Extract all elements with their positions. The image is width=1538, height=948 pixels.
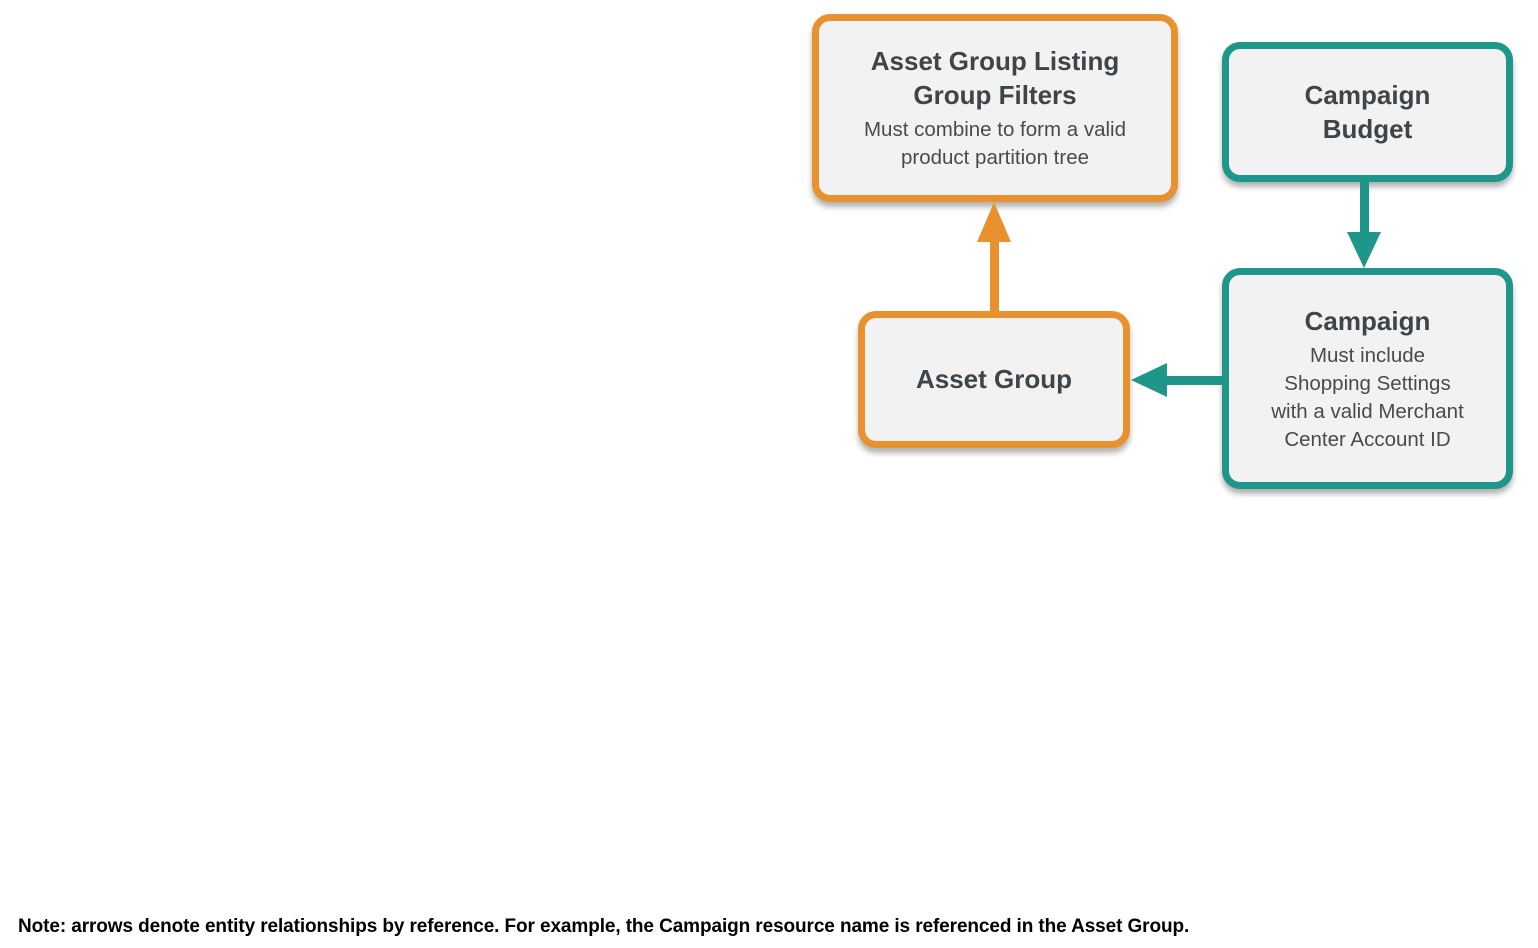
diagram-note: Note: arrows denote entity relationships… [18,916,1190,937]
node-subtitle-campaign: Must include Shopping Settings with a va… [1271,343,1464,451]
arrow-down-head-icon [1347,232,1381,268]
node-asset-group: Asset Group [858,311,1130,448]
arrow-shaft [990,238,999,312]
arrow-up-head-icon [977,202,1011,242]
node-campaign: Campaign Must include Shopping Settings … [1222,268,1513,489]
arrow-shaft [1162,376,1224,385]
node-asset-group-listing-group-filters: Asset Group Listing Group Filters Must c… [812,14,1178,202]
node-title-campaign: Campaign [1304,305,1431,336]
node-title-campaign-budget: Campaign Budget [1304,79,1431,144]
node-title-asset-group-listing-group-filters: Asset Group Listing Group Filters [870,45,1120,111]
node-title-asset-group: Asset Group [915,364,1073,395]
arrow-shaft [1360,181,1369,237]
node-campaign-budget: Campaign Budget [1222,42,1513,182]
arrow-left-head-icon [1131,363,1167,397]
node-subtitle-asset-group-listing-group-filters: Must combine to form a valid product par… [863,118,1127,170]
